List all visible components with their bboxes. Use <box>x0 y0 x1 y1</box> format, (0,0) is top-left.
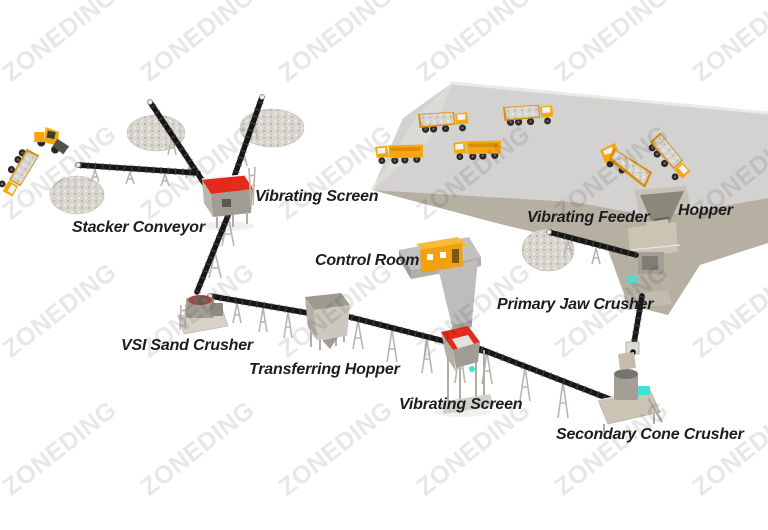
primary-jaw-crusher-graphic <box>621 222 681 310</box>
hopper-graphic <box>634 186 692 232</box>
waste-conveyor <box>546 228 639 265</box>
stockpile-west <box>49 175 105 215</box>
truck-loaded-4 <box>0 144 41 199</box>
wheel-loader <box>34 127 70 155</box>
control-room-graphic <box>399 237 481 333</box>
vibrating-screen-bottom-graphic <box>434 326 494 417</box>
label-vibrating-feeder: Vibrating Feeder <box>527 209 650 226</box>
label-vibrating-screen-top: Vibrating Screen <box>255 188 379 205</box>
label-stacker-conveyor: Stacker Conveyor <box>72 219 205 236</box>
transferring-hopper-graphic <box>305 293 350 350</box>
stacker-conveyor-right <box>227 94 266 189</box>
stacker-conveyor-west <box>75 161 201 187</box>
truck-loaded-2 <box>502 103 555 127</box>
label-primary-jaw-crusher: Primary Jaw Crusher <box>497 296 654 313</box>
truck-dumping <box>600 143 652 188</box>
label-vibrating-screen-bottom: Vibrating Screen <box>399 396 523 413</box>
hopper-to-vsi-conveyor <box>207 292 311 339</box>
truck-loaded-1 <box>417 110 470 134</box>
label-vsi-sand-crusher: VSI Sand Crusher <box>121 337 253 354</box>
label-control-room: Control Room <box>315 252 420 269</box>
secondary-cone-crusher-graphic <box>597 352 664 432</box>
vibrating-screen-top-graphic <box>201 166 256 231</box>
stockpile-jaw <box>521 228 575 272</box>
label-transferring-hopper: Transferring Hopper <box>249 361 400 378</box>
label-secondary-cone-crusher: Secondary Cone Crusher <box>556 426 744 443</box>
vsi-sand-crusher-graphic <box>177 295 229 335</box>
label-hopper: Hopper <box>678 202 733 219</box>
